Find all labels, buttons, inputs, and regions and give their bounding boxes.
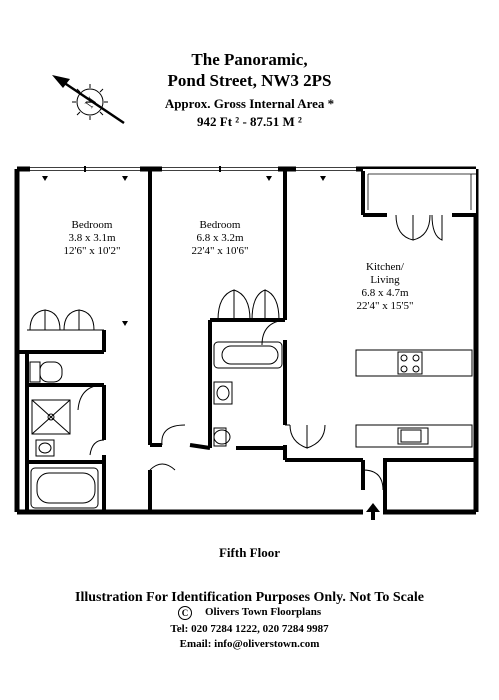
- bedroom-1-label: Bedroom 3.8 x 3.1m 12'6" x 10'2": [52, 219, 132, 258]
- company-name: Olivers Town Floorplans: [205, 606, 322, 618]
- copyright-symbol: C: [178, 606, 192, 620]
- floor-label: Fifth Floor: [218, 545, 280, 560]
- room-name: Bedroom: [199, 219, 241, 231]
- property-title: The Panoramic,: [191, 50, 308, 69]
- copyright-icon: C: [178, 606, 192, 620]
- north-arrow-icon: N: [52, 75, 125, 125]
- area-values: 942 Ft ² - 87.51 M ²: [197, 114, 302, 129]
- room-metric: 6.8 x 4.7m: [361, 287, 409, 299]
- company-email: Email: info@oliverstown.com: [179, 638, 320, 650]
- bedroom-2-label: Bedroom 6.8 x 3.2m 22'4" x 10'6": [175, 219, 265, 258]
- room-name-line2: Living: [370, 274, 400, 286]
- room-metric: 6.8 x 3.2m: [196, 232, 244, 244]
- room-imperial: 12'6" x 10'2": [63, 245, 121, 257]
- area-label: Approx. Gross Internal Area *: [164, 96, 335, 111]
- disclaimer: Illustration For Identification Purposes…: [75, 590, 424, 605]
- room-name: Bedroom: [71, 219, 113, 231]
- room-imperial: 22'4" x 15'5": [356, 300, 414, 312]
- room-name-line1: Kitchen/: [366, 261, 404, 273]
- kitchen-living-label: Kitchen/ Living 6.8 x 4.7m 22'4" x 15'5": [340, 261, 430, 313]
- entrance-arrow-icon: [366, 503, 380, 520]
- company-tel: Tel: 020 7284 1222, 020 7284 9987: [170, 623, 329, 635]
- room-metric: 3.8 x 3.1m: [68, 232, 116, 244]
- room-imperial: 22'4" x 10'6": [191, 245, 249, 257]
- property-address: Pond Street, NW3 2PS: [167, 71, 332, 90]
